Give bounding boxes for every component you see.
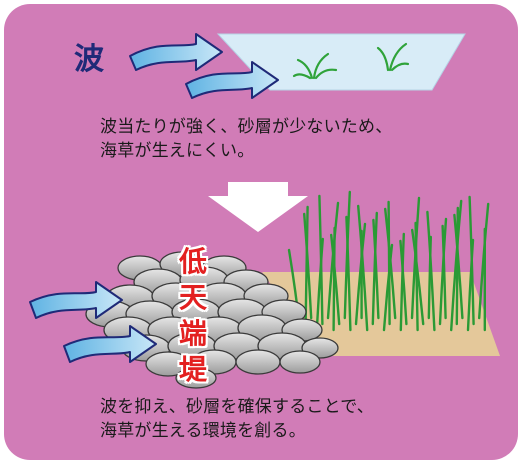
seagrass-blade <box>315 237 324 332</box>
wave-label: 波 <box>74 42 104 77</box>
top-description-line-1: 波当たりが強く、砂層が少ないため、 <box>100 117 393 137</box>
sparse-seagrass-icon <box>292 42 410 80</box>
seagrass-blade <box>345 215 352 332</box>
seagrass-blade <box>354 222 367 326</box>
embankment-label-char: 低 <box>178 245 207 278</box>
stone <box>279 350 321 374</box>
down-arrow-icon <box>208 182 308 232</box>
wave-arrow-icon <box>29 281 157 363</box>
bottom-description-line-2: 海草が生える環境を創る。 <box>100 421 306 441</box>
embankment-label: 低 天 端 堤 <box>176 244 210 388</box>
seagrass-blade <box>426 210 436 332</box>
seagrass-blade <box>414 221 419 332</box>
seagrass-blade <box>332 226 336 332</box>
stone <box>145 351 191 377</box>
seagrass-blade <box>387 200 391 326</box>
bottom-description-line-1: 波を抑え、砂層を確保することで、 <box>100 397 375 417</box>
seagrass-blade <box>384 207 397 320</box>
seagrass-blade <box>382 243 394 332</box>
seagrass-blade <box>438 217 448 326</box>
stone <box>175 367 217 389</box>
seagrass-blade <box>357 204 369 332</box>
embankment-label-char: 堤 <box>178 353 207 386</box>
embankment-label-char: 天 <box>178 281 207 314</box>
top-description-line-2: 海草が生えにくい。 <box>100 141 255 161</box>
seagrass-blade <box>330 233 341 326</box>
seagrass-blade <box>455 206 459 326</box>
seagrass-blade <box>411 228 425 326</box>
seagrass-blade <box>453 213 464 320</box>
seagrass-blade <box>450 199 463 332</box>
seagrass-blade <box>478 202 490 320</box>
stone <box>235 349 281 375</box>
seagrass-blade <box>399 232 405 332</box>
seagrass-blade <box>399 239 408 326</box>
dense-seagrass-icon <box>287 190 490 332</box>
wave-arrow-icon <box>129 33 279 99</box>
seagrass-blade <box>441 224 447 320</box>
seagrass-blade <box>326 201 340 320</box>
seagrass-blade <box>468 195 475 326</box>
seagrass-blade <box>372 218 380 320</box>
embankment-stones <box>85 251 339 389</box>
seagrass-blade <box>318 194 324 326</box>
seagrass-blade <box>303 212 313 320</box>
embankment-label-char: 端 <box>178 317 207 350</box>
seagrass-blade <box>371 211 378 326</box>
